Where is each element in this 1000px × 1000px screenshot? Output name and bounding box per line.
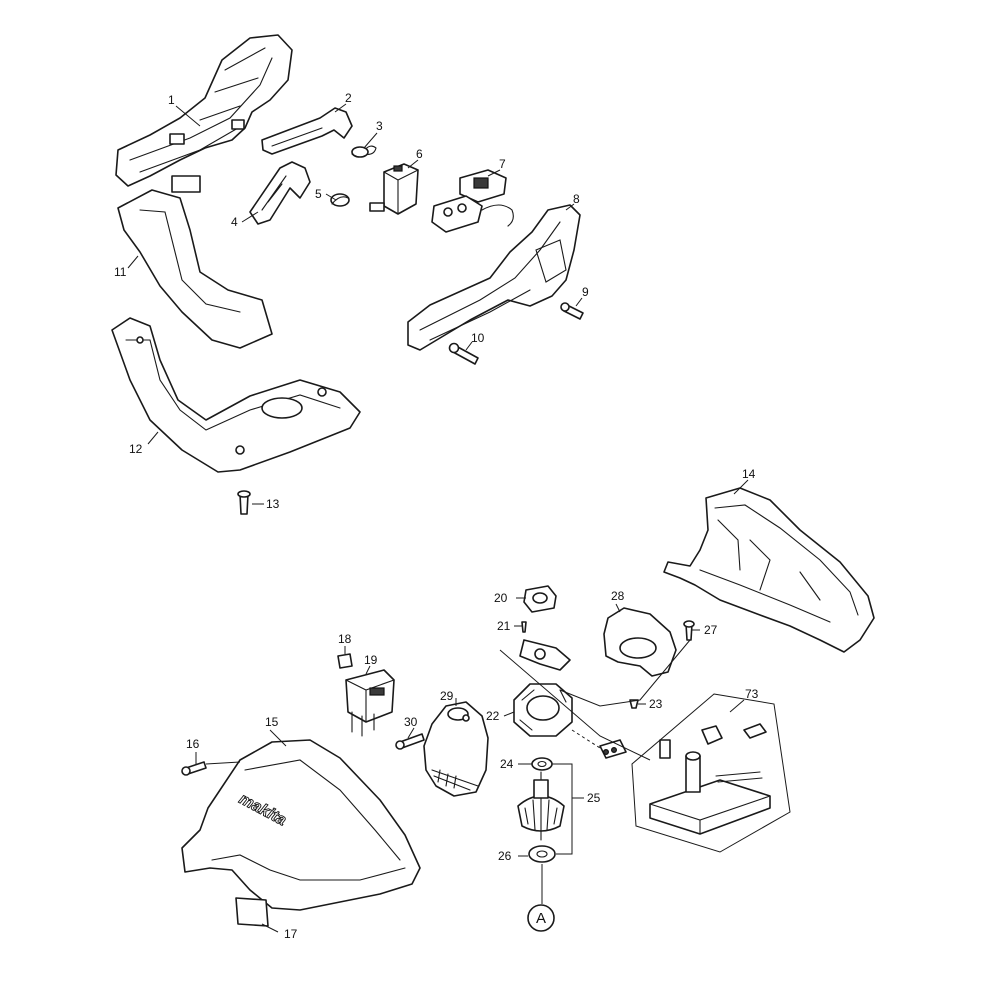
label-part-14: 14 xyxy=(742,467,756,481)
label-part-25: 25 xyxy=(587,791,601,805)
label-part-73: 73 xyxy=(745,687,759,701)
part-8-handle-housing xyxy=(407,204,581,351)
part-17-label xyxy=(235,897,269,927)
label-part-11: 11 xyxy=(114,265,127,279)
label-part-2: 2 xyxy=(345,91,352,105)
label-part-17: 17 xyxy=(284,927,298,941)
part-19-terminal-block xyxy=(345,669,395,737)
reference-marker-text: A xyxy=(536,910,546,927)
part-18-plate xyxy=(337,653,353,669)
label-part-10: 10 xyxy=(471,331,485,345)
label-part-26: 26 xyxy=(498,849,512,863)
part-number-labels: 1 2 3 4 5 6 7 8 9 10 11 12 13 14 15 16 1… xyxy=(114,91,759,941)
part-27-screw xyxy=(683,620,695,641)
part-4-switch-trigger xyxy=(249,161,311,225)
label-part-27: 27 xyxy=(704,623,718,637)
part-13-screw xyxy=(237,490,251,515)
part-28-motor-bracket xyxy=(603,607,677,677)
kit-boundary xyxy=(631,693,791,853)
part-6-switch xyxy=(369,163,419,215)
part-23-screw xyxy=(629,699,639,709)
part-15-housing-cover: makita xyxy=(181,739,421,911)
part-16-screw xyxy=(181,761,207,776)
label-part-5: 5 xyxy=(315,187,322,201)
part-9-screw xyxy=(560,302,584,320)
baffle-plate xyxy=(519,639,571,671)
part-20-rubber-ring xyxy=(523,585,557,613)
label-part-7: 7 xyxy=(499,157,506,171)
label-part-16: 16 xyxy=(186,737,200,751)
part-3-spring xyxy=(351,145,377,158)
label-part-20: 20 xyxy=(494,591,508,605)
part-2-lock-lever xyxy=(261,107,353,155)
part-10-screw xyxy=(448,342,479,365)
label-part-21: 21 xyxy=(497,619,511,633)
label-part-28: 28 xyxy=(611,589,625,603)
part-1-handle-housing xyxy=(115,34,293,187)
part-7-switch-assembly xyxy=(431,169,514,233)
label-part-19: 19 xyxy=(364,653,378,667)
label-part-4: 4 xyxy=(231,215,238,229)
part-24-bearing xyxy=(531,757,553,771)
part-26-bearing xyxy=(528,845,556,863)
part-73-controller-assembly xyxy=(631,693,791,853)
label-part-15: 15 xyxy=(265,715,279,729)
label-part-3: 3 xyxy=(376,119,383,133)
label-part-9: 9 xyxy=(582,285,589,299)
label-part-6: 6 xyxy=(416,147,423,161)
label-part-18: 18 xyxy=(338,632,352,646)
reference-marker-a: A xyxy=(527,904,555,932)
part-25-rotor xyxy=(517,771,565,841)
label-part-22: 22 xyxy=(486,709,500,723)
part-12-base xyxy=(111,317,361,473)
label-part-13: 13 xyxy=(266,497,280,511)
leader-lines xyxy=(127,103,749,933)
part-21-pin xyxy=(521,621,527,633)
part-29-gear-housing xyxy=(423,701,489,797)
part-11-grip-cover xyxy=(117,175,273,349)
label-part-1: 1 xyxy=(168,93,175,107)
label-part-23: 23 xyxy=(649,697,663,711)
part-14-motor-housing xyxy=(663,487,875,653)
part-5-spring xyxy=(330,193,350,207)
part-22-stator xyxy=(513,683,573,737)
label-part-8: 8 xyxy=(573,192,580,206)
part-30-screw xyxy=(395,733,425,750)
label-part-24: 24 xyxy=(500,757,514,771)
label-part-29: 29 xyxy=(440,689,454,703)
label-part-30: 30 xyxy=(404,715,418,729)
label-part-12: 12 xyxy=(129,442,143,456)
